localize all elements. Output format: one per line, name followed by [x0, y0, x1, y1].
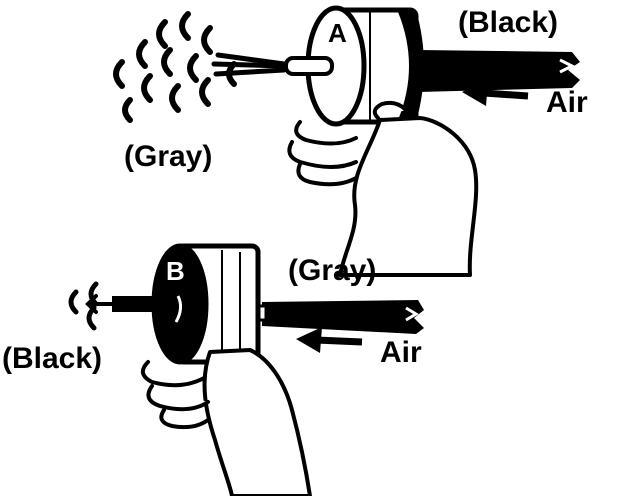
- top-valve-mark: A: [328, 18, 347, 48]
- bottom-exhaust-color-label: (Black): [2, 342, 103, 375]
- bottom-hose-color-label: (Gray): [288, 254, 377, 287]
- top-exhaust-color-label: (Gray): [124, 140, 213, 173]
- bottom-hose: [254, 300, 424, 334]
- bottom-valve-mark: B: [166, 256, 185, 286]
- top-air-label: Air: [546, 86, 588, 119]
- bottom-air-label: Air: [380, 336, 422, 369]
- bottom-air-arrow: [296, 327, 363, 353]
- top-exhaust-jets: [211, 52, 287, 77]
- top-air-arrow: [462, 80, 529, 106]
- top-hose: [418, 50, 580, 92]
- top-hand: [287, 100, 479, 277]
- bottom-hand: [140, 348, 312, 496]
- top-exhaust-cloud: [113, 11, 237, 123]
- bottom-valve: [151, 243, 261, 365]
- top-valve: [284, 5, 424, 127]
- top-hose-color-label: (Black): [458, 6, 559, 39]
